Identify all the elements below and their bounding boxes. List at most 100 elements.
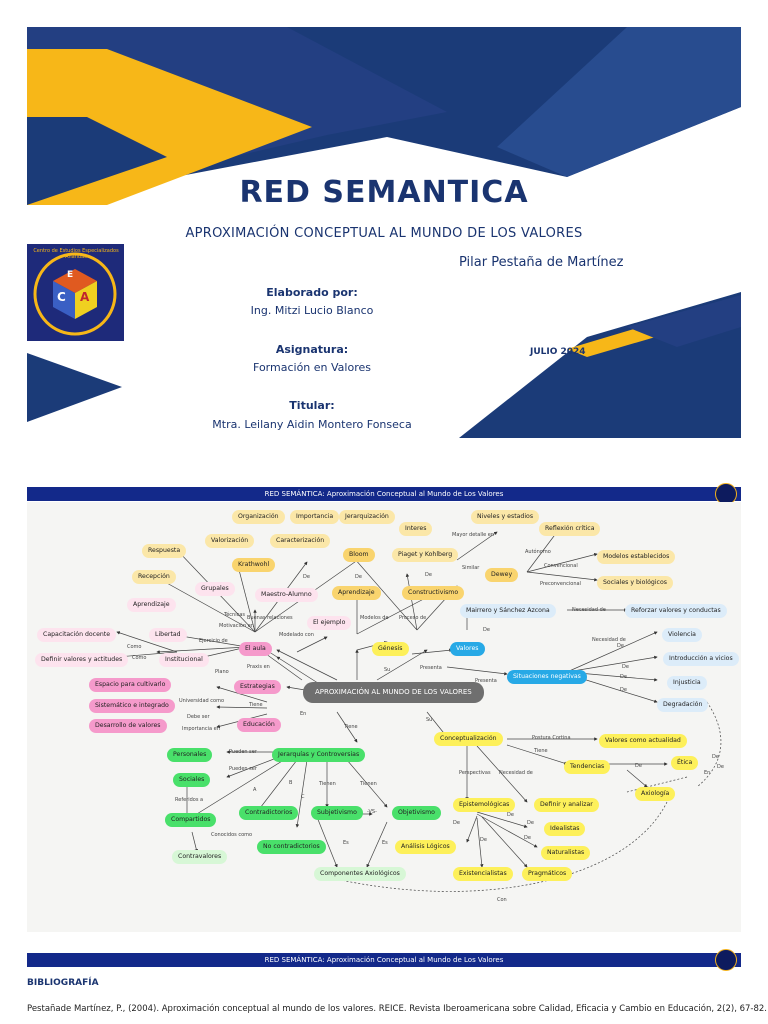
node-violencia: Violencia bbox=[662, 628, 702, 643]
edge-label: Tiene bbox=[249, 702, 263, 708]
edge-label: Como bbox=[127, 644, 142, 650]
cover-date: JULIO 2024 bbox=[530, 347, 586, 357]
node-situaciones: Situaciones negativas bbox=[507, 670, 587, 685]
edge-label: En bbox=[300, 711, 307, 717]
asignatura-value: Formación en Valores bbox=[253, 361, 371, 374]
asignatura-label: Asignatura: bbox=[275, 343, 349, 356]
logo-letter: C bbox=[57, 290, 66, 304]
node-espacio: Espacio para cultivarlo bbox=[89, 678, 172, 693]
edge-label: Referidos a bbox=[175, 797, 204, 803]
edge-label: Proceso de bbox=[399, 615, 427, 621]
logo-letter: E bbox=[67, 270, 74, 280]
titular-value: Mtra. Leilany Aidin Montero Fonseca bbox=[212, 418, 412, 431]
node-genesis: Génesis bbox=[372, 642, 409, 657]
edge-label: De bbox=[355, 574, 362, 580]
elaborado-value: Ing. Mitzi Lucio Blanco bbox=[250, 304, 374, 317]
node-jerarquias: Jerarquías y Controversias bbox=[272, 748, 366, 763]
node-introduccion: Introducción a vicios bbox=[663, 652, 739, 667]
banner-text: RED SEMÁNTICA: Aproximación Conceptual a… bbox=[264, 490, 504, 498]
node-componentes: Componentes Axiológicos bbox=[314, 867, 406, 882]
edge-label: De bbox=[712, 754, 719, 760]
edge-label: De bbox=[622, 664, 629, 670]
edge-label: De bbox=[527, 820, 534, 826]
edge-label: Buenas relaciones bbox=[247, 615, 293, 621]
node-objetivismo: Objetivismo bbox=[392, 806, 441, 821]
node-injusticia: Injusticia bbox=[667, 676, 707, 691]
node-educacion: Educación bbox=[237, 718, 281, 733]
edge-label: Praxis en bbox=[247, 664, 270, 670]
node-axiologia: Axiología bbox=[635, 787, 676, 802]
edge-label: Tienen bbox=[319, 781, 336, 787]
node-sistematico: Sistemático e integrado bbox=[89, 699, 175, 714]
cover-background bbox=[27, 27, 741, 438]
node-bloom: Bloom bbox=[343, 548, 375, 563]
node-importancia: Importancia bbox=[290, 510, 340, 525]
node-desarrollo: Desarrollo de valores bbox=[89, 719, 167, 734]
logo-letter: A bbox=[80, 290, 90, 304]
node-contradictorios: Contradictorios bbox=[239, 806, 299, 821]
edge-label: Presenta bbox=[420, 665, 442, 671]
node-idealistas: Idealistas bbox=[544, 822, 586, 837]
cover-slide: RED SEMANTICA APROXIMACIÓN CONCEPTUAL AL… bbox=[27, 27, 741, 438]
edge-label: De bbox=[617, 643, 624, 649]
node-caracterizacion: Caracterización bbox=[270, 534, 331, 549]
node-recepcion: Recepción bbox=[132, 570, 176, 585]
semantic-map: Organización Importancia Jerarquización … bbox=[27, 502, 741, 932]
node-institucional: Institucional bbox=[159, 653, 209, 668]
edge-label: Modelos de bbox=[360, 615, 389, 621]
edge-label: B bbox=[289, 780, 293, 786]
node-estrategias: Estrategias bbox=[234, 680, 281, 695]
edge-label: Tiene bbox=[344, 724, 358, 730]
node-organizacion: Organización bbox=[232, 510, 285, 525]
edge-label: De bbox=[425, 572, 432, 578]
node-niveles: Niveles y estadios bbox=[471, 510, 540, 525]
edge-label: Preconvencional bbox=[540, 581, 581, 587]
node-respuesta: Respuesta bbox=[142, 544, 187, 559]
node-analisis: Análisis Lógicos bbox=[395, 840, 456, 855]
cover-author: Pilar Pestaña de Martínez bbox=[459, 255, 624, 270]
edge-label: Necesidad de bbox=[572, 607, 606, 613]
edge-label: De bbox=[507, 812, 514, 818]
node-center: APROXIMACIÓN AL MUNDO DE LOS VALORES bbox=[303, 682, 484, 703]
node-etica: Ética bbox=[671, 756, 699, 771]
node-capacitacion: Capacitación docente bbox=[37, 628, 117, 643]
logo-text: Centro de Estudios Especializados Anáhua… bbox=[33, 248, 119, 260]
node-el-ejemplo: El ejemplo bbox=[307, 616, 352, 631]
edge-label: De bbox=[524, 835, 531, 841]
edge-label: Conocidos como bbox=[211, 832, 253, 838]
titular-label: Titular: bbox=[289, 399, 335, 412]
node-el-aula: El aula bbox=[239, 642, 272, 657]
edge-label: Modelado con bbox=[279, 632, 314, 638]
node-sociales-bio: Sociales y biológicos bbox=[597, 576, 673, 591]
edge-label: Perspectivas bbox=[459, 770, 491, 776]
edge-label: Convencional bbox=[544, 563, 578, 569]
node-piaget: Piaget y Kohlberg bbox=[392, 548, 459, 563]
edge-label: Es bbox=[343, 840, 349, 846]
edge-label: Mayor detalle en bbox=[452, 532, 495, 538]
banner-text: RED SEMÁNTICA: Aproximación Conceptual a… bbox=[264, 956, 504, 964]
node-modelos: Modelos establecidos bbox=[597, 550, 676, 565]
edge-label: Necesidad de bbox=[592, 637, 626, 643]
node-degradacion: Degradación bbox=[657, 698, 709, 713]
logo-cube-icon bbox=[33, 252, 117, 336]
edge-label: De bbox=[620, 674, 627, 680]
edge-label: Autónomo bbox=[525, 549, 551, 555]
node-aprendizaje: Aprendizaje bbox=[332, 586, 381, 601]
node-krathwohl: Krathwohl bbox=[232, 558, 276, 573]
cover-title: RED SEMANTICA bbox=[239, 175, 529, 210]
node-contravalores: Contravalores bbox=[172, 850, 228, 865]
edge-label: De bbox=[483, 627, 490, 633]
edge-label: -VS- bbox=[367, 809, 377, 815]
node-no-contradictorios: No contradictorios bbox=[257, 840, 326, 855]
node-sociales: Sociales bbox=[173, 773, 211, 788]
edge-label: Importancia en bbox=[182, 726, 220, 732]
edge-label: Postura Cortina bbox=[532, 735, 571, 741]
edge-label: Motivación en bbox=[219, 623, 254, 629]
node-libertad: Libertad bbox=[149, 628, 187, 643]
cover-subtitle: APROXIMACIÓN CONCEPTUAL AL MUNDO DE LOS … bbox=[185, 226, 583, 241]
edge-label: En bbox=[704, 770, 711, 776]
logo-badge-icon bbox=[715, 949, 737, 971]
edge-label: Plano bbox=[215, 669, 229, 675]
node-valorizacion: Valorización bbox=[205, 534, 255, 549]
node-conceptualizacion: Conceptualización bbox=[434, 732, 503, 747]
